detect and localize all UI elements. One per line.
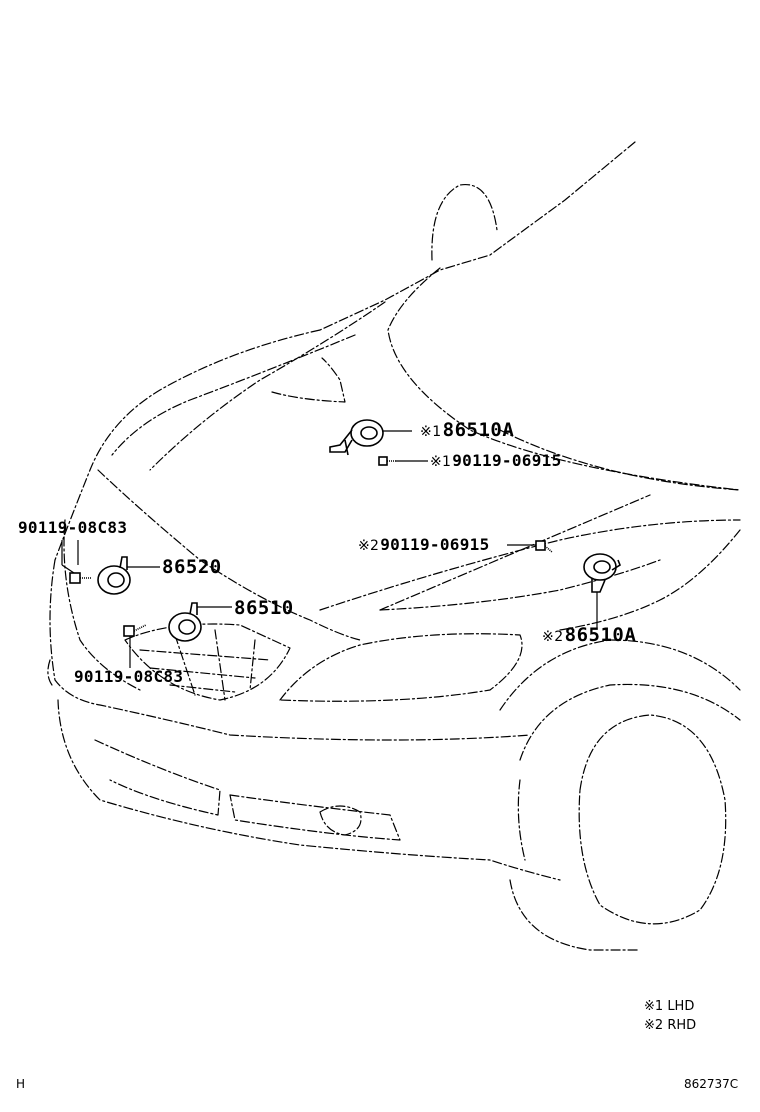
callout-bolt-lhd: ※190119-06915 xyxy=(430,451,562,470)
legend-item-rhd: ※2 RHD xyxy=(644,1019,696,1032)
callout-horn-low-tone: 86520 xyxy=(162,558,222,577)
callout-bolt-bottom-left: 90119-08C83 xyxy=(74,669,183,685)
part-number: 90119-08C83 xyxy=(74,667,184,686)
bolt-rhd xyxy=(507,540,553,553)
part-number: 86510A xyxy=(564,624,637,646)
callout-horn-lhd: ※186510A xyxy=(420,421,514,440)
legend-mark: ※1 xyxy=(644,999,664,1014)
part-number: 90119-06915 xyxy=(380,535,490,554)
bolt-bottom-left xyxy=(123,624,147,668)
rhd-mark: ※2 xyxy=(542,629,564,645)
part-number: 86510 xyxy=(234,597,294,619)
legend-mark: ※2 xyxy=(644,1018,664,1033)
rhd-mark: ※2 xyxy=(358,538,380,554)
legend-text: RHD xyxy=(667,1018,697,1033)
legend-text: LHD xyxy=(667,999,695,1014)
figure-id: 862737C xyxy=(684,1077,739,1091)
part-number: 90119-08C83 xyxy=(18,518,128,537)
footer-left-code: H xyxy=(16,1077,26,1091)
horn-low-tone xyxy=(97,556,160,595)
lhd-mark: ※1 xyxy=(430,454,452,470)
car-body-outline xyxy=(47,141,741,951)
callout-bolt-rhd: ※290119-06915 xyxy=(358,535,490,554)
part-number: 86520 xyxy=(162,556,222,578)
horn-high-tone xyxy=(168,602,232,642)
lhd-mark: ※1 xyxy=(420,424,442,440)
bolt-lhd xyxy=(378,456,428,466)
callout-horn-rhd: ※286510A xyxy=(542,626,636,645)
horn-rhd xyxy=(583,553,621,628)
legend-item-lhd: ※1 LHD xyxy=(644,1000,694,1013)
part-number: 86510A xyxy=(442,419,515,441)
horn-lhd xyxy=(329,419,412,456)
part-number: 90119-06915 xyxy=(452,451,562,470)
callout-horn-high-tone: 86510 xyxy=(234,599,294,618)
bolt-top-left xyxy=(61,540,92,584)
callout-bolt-top-left: 90119-08C83 xyxy=(18,520,127,536)
